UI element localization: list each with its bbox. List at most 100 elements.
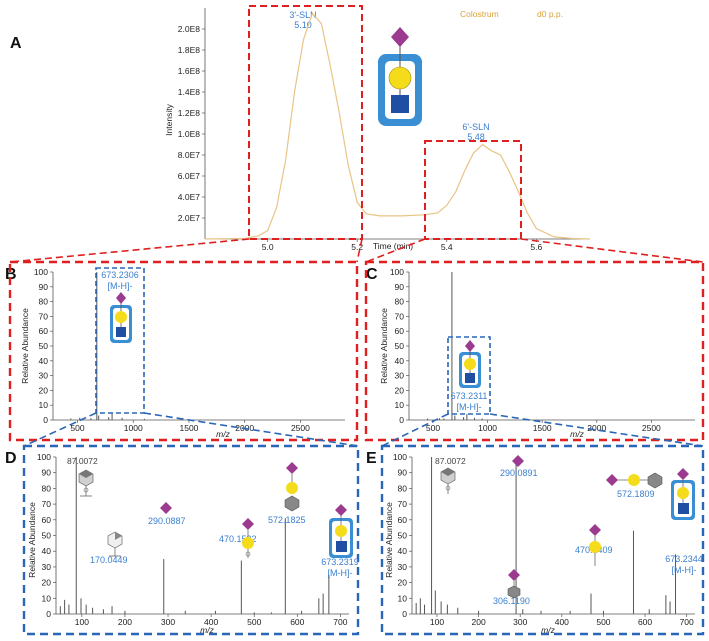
glycan-sln-icon-b (110, 292, 132, 343)
panel-b-y-tick-label: 0 (43, 415, 48, 425)
panel-d-fragment-87: 87.0072 (67, 456, 98, 466)
panel-e-y-tick-label: 40 (398, 546, 408, 556)
panel-c-y-tick-label: 40 (395, 356, 405, 366)
fragment-icon-e-306 (507, 569, 521, 599)
panel-b-ms-spectrum: Relative Abundance m/z 01020304050607080… (20, 267, 345, 439)
panel-a-y-tick-label: 1.4E8 (178, 87, 200, 97)
panel-d-x-tick-label: 400 (204, 617, 218, 627)
panel-b-xlabel: m/z (216, 429, 230, 439)
panel-e-x-tick-label: 600 (638, 617, 652, 627)
panel-a-y-tick-label: 2.0E7 (178, 213, 200, 223)
panel-d-x-tick-label: 200 (118, 617, 132, 627)
panel-a-y-tick-label: 1.6E8 (178, 66, 200, 76)
panel-letter-d: D (5, 450, 17, 467)
panel-b-y-tick-label: 60 (39, 326, 49, 336)
panel-e-fragment-290: 290.0891 (500, 468, 538, 478)
panel-a-chromatogram: Intensity Time (min) Colostrum d0 p.p. 3… (164, 8, 591, 252)
fragment-icon-d-673 (329, 504, 353, 558)
panel-letter-a: A (10, 35, 22, 52)
panel-c-y-tick-label: 20 (395, 385, 405, 395)
panel-d-x-tick-label: 700 (333, 617, 347, 627)
panel-e-fragment-306: 306.1190 (493, 596, 530, 606)
panel-b-frame (8, 260, 359, 442)
panel-d-x-tick-label: 100 (75, 617, 89, 627)
panel-b-y-tick-label: 50 (39, 341, 49, 351)
panel-e-fragment-87: 87.0072 (435, 456, 466, 466)
fragment-icon-d-470 (242, 518, 254, 558)
panel-d-y-tick-label: 100 (37, 452, 51, 462)
panel-c-y-tick-label: 10 (395, 400, 405, 410)
zoom-connectors-red (9, 238, 704, 263)
panel-c-y-tick-label: 0 (399, 415, 404, 425)
panel-letter-c: C (366, 266, 378, 283)
panel-b-y-tick-label: 20 (39, 385, 49, 395)
panel-a-trace (204, 12, 591, 240)
panel-d-x-tick-label: 600 (290, 617, 304, 627)
panel-c-x-tick-label: 2500 (642, 423, 661, 433)
panel-b-precursor-ion: [M-H]- (108, 281, 133, 291)
panel-c-frame (364, 260, 705, 442)
panel-a-ylabel: Intensity (164, 103, 174, 135)
panel-b-x-tick-label: 1500 (180, 423, 199, 433)
panel-a-xlabel: Time (min) (373, 241, 413, 251)
panel-e-fragment-572: 572.1809 (617, 489, 655, 499)
panel-c-ylabel: Relative Abundance (379, 308, 389, 384)
panel-d-xlabel: m/z (200, 625, 214, 635)
panel-b-x-tick-label: 1000 (124, 423, 143, 433)
panel-c-y-tick-label: 100 (390, 267, 404, 277)
panel-d-y-tick-label: 70 (42, 499, 52, 509)
panel-b-ylabel: Relative Abundance (20, 308, 30, 384)
panel-b-y-tick-label: 80 (39, 297, 49, 307)
peak-label-6sln-name: 6'-SLN (462, 122, 489, 132)
panel-d-fragment-572: 572.1825 (268, 515, 306, 525)
panel-a-x-tick-label: 5.2 (351, 242, 363, 252)
panel-a-y-tick-label: 1.2E8 (178, 108, 200, 118)
panel-d-y-tick-label: 40 (42, 546, 52, 556)
panel-e-x-tick-label: 400 (555, 617, 569, 627)
panel-e-x-tick-label: 300 (513, 617, 527, 627)
panel-a-y-tick-label: 1.8E8 (178, 45, 200, 55)
panel-letter-e: E (366, 450, 377, 467)
glycan-sln-icon-c (459, 340, 481, 388)
panel-d-y-tick-label: 90 (42, 468, 52, 478)
panel-e-frame (380, 444, 705, 636)
panel-b-precursor-mz: 673.2306 (101, 270, 139, 280)
panel-e-y-tick-label: 10 (398, 593, 408, 603)
panel-d-fragment-673: 673.2319 (321, 557, 359, 567)
panel-d-fragment-290: 290.0887 (148, 516, 186, 526)
panel-e-ylabel: Relative Abundance (384, 502, 394, 578)
fragment-icon-d-170 (107, 531, 123, 557)
panel-b-precursor-box (95, 267, 145, 414)
panel-c-y-tick-label: 60 (395, 326, 405, 336)
panel-letter-b: B (5, 266, 17, 283)
panel-a-x-tick-label: 5.4 (441, 242, 453, 252)
fragment-icon-e-673 (671, 468, 695, 520)
panel-d-x-tick-label: 300 (161, 617, 175, 627)
panel-e-y-tick-label: 50 (398, 531, 408, 541)
panel-e-y-tick-label: 60 (398, 515, 408, 525)
panel-a-y-tick-label: 8.0E7 (178, 150, 200, 160)
panel-b-y-tick-label: 30 (39, 371, 49, 381)
panel-b-y-tick-label: 90 (39, 282, 49, 292)
panel-e-y-tick-label: 80 (398, 483, 408, 493)
panel-a-y-tick-label: 1.0E8 (178, 129, 200, 139)
panel-c-y-tick-label: 90 (395, 282, 405, 292)
fragment-icon-e-470 (589, 524, 601, 566)
zoom-box-3sln (248, 5, 363, 240)
glycan-sln-large-icon (378, 27, 422, 126)
panel-d-y-tick-label: 60 (42, 515, 52, 525)
panel-e-y-tick-label: 100 (393, 452, 407, 462)
panel-d-ylabel: Relative Abundance (27, 502, 37, 578)
panel-d-y-tick-label: 20 (42, 578, 52, 588)
panel-b-y-tick-label: 10 (39, 400, 49, 410)
panel-c-precursor-box (447, 336, 491, 415)
panel-c-x-tick-label: 1000 (478, 423, 497, 433)
panel-b-x-tick-label: 500 (70, 423, 84, 433)
fragment-icon-d-572 (284, 462, 300, 512)
peak-label-3sln-rt: 5.10 (294, 20, 312, 30)
panel-e-xlabel: m/z (541, 625, 555, 635)
zoom-box-6sln (424, 140, 522, 240)
panel-b-x-tick-label: 2500 (291, 423, 310, 433)
fragment-icon-e-87 (440, 467, 456, 494)
panel-a-y-tick-label: 4.0E7 (178, 192, 200, 202)
